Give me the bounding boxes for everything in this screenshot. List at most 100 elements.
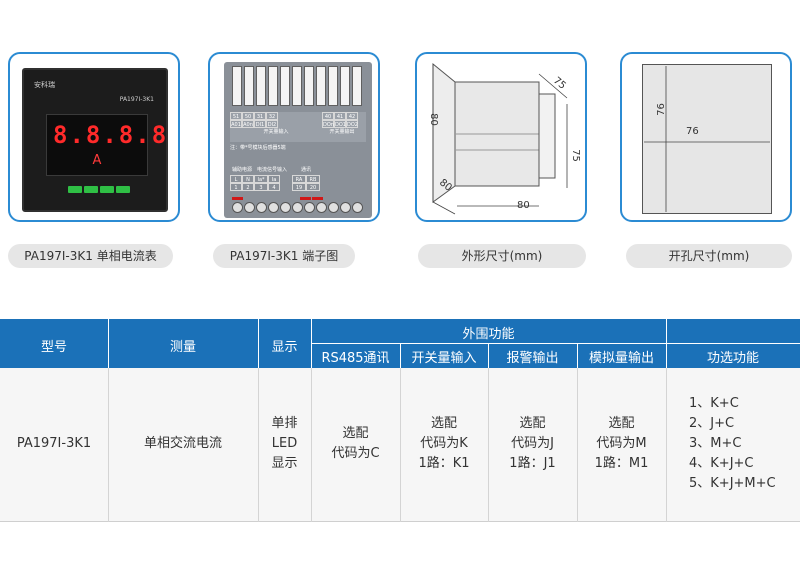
row-divider	[666, 368, 667, 522]
dimension-drawing-card: 75 80 75 80 80	[415, 52, 587, 222]
meter-photo-card: 安科瑞 PA197I-3K1 8.8.8.8 A	[8, 52, 180, 222]
terminal-header: 电流信号输入	[256, 167, 287, 173]
header-divider	[258, 319, 259, 368]
terminal-label: DOn	[322, 120, 334, 128]
cell-display-line: 显示	[271, 456, 298, 471]
dimension-height-side: 75	[569, 149, 581, 162]
cell-alarm-output-line: 选配	[519, 416, 546, 431]
header-alarm-output: 报警输出	[506, 351, 559, 366]
terminal-slot	[292, 66, 302, 106]
terminal-slot	[316, 66, 326, 106]
header-optional: 功选功能	[706, 351, 759, 366]
terminal-screw	[340, 202, 351, 213]
cell-analog-output-line: 1路：M1	[594, 456, 649, 471]
terminal-number: 32	[266, 112, 278, 120]
meter-digits: 8.8.8.8	[53, 121, 169, 149]
row-divider	[577, 368, 578, 522]
terminal-screw	[292, 202, 303, 213]
terminal-diagram-card: 51 50 31 32 40 41 42 A01 A0n DI1 DI2 DOn…	[208, 52, 380, 222]
cell-display-line: LED	[271, 436, 298, 451]
terminal-slot	[244, 66, 254, 106]
header-peripheral: 外围功能	[462, 327, 515, 342]
dimension-caption: 外形尺寸(mm)	[418, 244, 586, 268]
cell-rs485-line: 选配	[342, 426, 369, 441]
terminal-label: RA	[292, 175, 306, 183]
terminal-number: 31	[254, 112, 266, 120]
terminal-top-table: 51 50 31 32 40 41 42 A01 A0n DI1 DI2 DOn…	[230, 112, 366, 142]
meter-model-label: PA197I-3K1	[119, 96, 154, 103]
spec-table-row: PA197I-3K1 单相交流电流 单排 LED 显示 选配 代码为C 选配 代…	[0, 368, 800, 522]
cell-model: PA197I-3K1	[16, 436, 92, 451]
terminal-label: L	[230, 175, 242, 183]
header-divider	[108, 319, 109, 368]
terminal-bottom-table: 辅助电源 电流信号输入 通讯 L N Ia* Ia RA RB 1 2 3 4 …	[230, 166, 366, 196]
terminal-slot	[304, 66, 314, 106]
terminal-number: 2	[242, 183, 254, 191]
terminal-screw	[280, 202, 291, 213]
terminal-slot	[340, 66, 350, 106]
terminal-screw	[256, 202, 267, 213]
cell-analog-output-line: 代码为M	[596, 436, 647, 451]
terminal-group-output: 开关量输出	[329, 129, 355, 135]
row-divider	[258, 368, 259, 522]
cutout-height: 76	[655, 103, 667, 116]
terminal-red-marker	[312, 197, 323, 200]
row-divider	[400, 368, 401, 522]
terminal-number: 1	[230, 183, 242, 191]
terminal-label: DI2	[266, 120, 278, 128]
terminal-body: 51 50 31 32 40 41 42 A01 A0n DI1 DI2 DOn…	[224, 62, 372, 218]
terminal-number: 20	[306, 183, 320, 191]
terminal-red-marker	[300, 197, 311, 200]
cutout-guides	[644, 66, 770, 212]
terminal-caption: PA197I-3K1 端子图	[213, 244, 355, 268]
terminal-screw	[352, 202, 363, 213]
header-model: 型号	[40, 340, 67, 355]
row-divider	[311, 368, 312, 522]
header-rs485: RS485通讯	[321, 351, 390, 366]
terminal-screw	[328, 202, 339, 213]
terminal-number: 3	[254, 183, 268, 191]
dimension-height-front: 80	[427, 113, 439, 126]
terminal-header: 辅助电源	[231, 167, 252, 173]
header-measure: 测量	[169, 340, 196, 355]
cell-switch-input-line: 选配	[430, 416, 457, 431]
cell-alarm-output-line: 代码为J	[511, 436, 554, 451]
meter-key-3	[100, 186, 114, 193]
terminal-screw	[232, 202, 243, 213]
cutout-caption: 开孔尺寸(mm)	[626, 244, 792, 268]
terminal-group-input: 开关量输入	[263, 129, 289, 135]
terminal-number: 41	[334, 112, 346, 120]
header-divider	[488, 343, 489, 368]
terminal-label: RB	[306, 175, 320, 183]
cutout-drawing-card: 76 76	[620, 52, 792, 222]
cell-optional-line: 3、M+C	[689, 436, 742, 451]
header-display: 显示	[271, 340, 298, 355]
terminal-header: 通讯	[300, 167, 311, 173]
terminal-slot	[352, 66, 362, 106]
terminal-screw	[316, 202, 327, 213]
header-divider	[577, 343, 578, 368]
dimension-width-bottom: 80	[517, 200, 530, 211]
cell-display-line: 单排	[271, 416, 298, 431]
cell-analog-output-line: 选配	[608, 416, 635, 431]
terminal-screw	[268, 202, 279, 213]
cell-switch-input-line: 代码为K	[420, 436, 468, 451]
dimension-drawing	[432, 62, 568, 215]
terminal-screw	[304, 202, 315, 213]
terminal-note: 注：带*号模块后感器5端	[230, 145, 286, 151]
meter-key-4	[116, 186, 130, 193]
terminal-label: Ia*	[254, 175, 268, 183]
terminal-slot	[280, 66, 290, 106]
spec-table-header: 型号 测量 显示 外围功能 RS485通讯 开关量输入 报警输出 模拟量输出 功…	[0, 319, 800, 368]
cutout-width: 76	[686, 126, 699, 137]
row-divider	[108, 368, 109, 522]
header-subdivider	[311, 343, 800, 344]
meter-unit: A	[92, 153, 102, 168]
terminal-label: DI1	[254, 120, 266, 128]
terminal-number: 4	[268, 183, 280, 191]
terminal-label: A01	[230, 120, 242, 128]
cutout-square	[642, 64, 772, 214]
meter-key-2	[84, 186, 98, 193]
terminal-label: Ia	[268, 175, 280, 183]
terminal-label: DO2	[346, 120, 358, 128]
